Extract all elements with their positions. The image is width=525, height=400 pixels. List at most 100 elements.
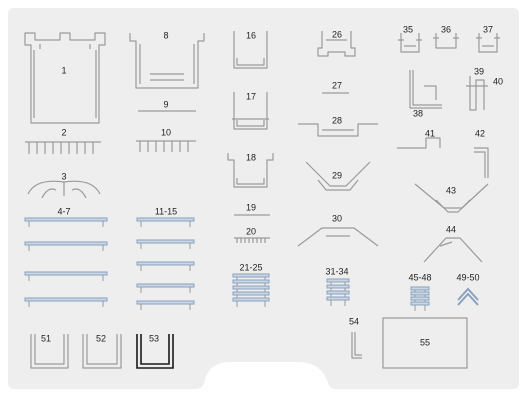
profile-label-51: 51 <box>40 333 52 344</box>
diffuser-21-25-4-legs <box>236 301 266 307</box>
profile-1 <box>24 32 106 124</box>
diffuser-45-48-3 <box>410 301 430 306</box>
profile-label-17: 17 <box>245 91 257 102</box>
diffuser-21-25-4 <box>232 297 270 302</box>
profile-label-43: 43 <box>445 185 457 196</box>
background-panel <box>8 8 519 389</box>
profile-26 <box>317 31 356 57</box>
profile-35 <box>398 33 422 53</box>
diffuser-4-7-1 <box>24 241 108 246</box>
profile-label-16: 16 <box>245 30 257 41</box>
diffuser-11-15-1-legs <box>140 243 191 249</box>
profile-label-11-15: 11-15 <box>154 206 178 217</box>
profile-10 <box>136 140 196 152</box>
profile-52 <box>82 334 122 369</box>
profile-label-28: 28 <box>331 115 343 126</box>
diffuser-4-7-3-legs <box>28 301 104 307</box>
diffuser-31-34-3-legs <box>330 300 346 306</box>
profile-label-49-50: 49-50 <box>456 272 480 283</box>
diffuser-11-15-3-legs <box>140 287 191 293</box>
diffuser-31-34-3 <box>326 296 350 301</box>
diffuser-11-15-1 <box>136 239 195 244</box>
profile-16 <box>233 31 268 69</box>
diffuser-31-34-1 <box>326 284 350 289</box>
diffuser-11-15-4 <box>136 300 195 305</box>
profile-39 <box>466 76 488 111</box>
profile-54 <box>351 332 362 359</box>
profile-label-1: 1 <box>61 65 67 76</box>
profile-label-30: 30 <box>331 213 343 224</box>
diffuser-4-7-1-legs <box>28 245 104 251</box>
profile-38 <box>409 70 442 109</box>
profile-18 <box>227 153 274 188</box>
profile-label-9: 9 <box>163 99 169 110</box>
profile-42 <box>474 147 489 178</box>
profile-label-36: 36 <box>440 24 452 35</box>
diffuser-31-34-2 <box>326 290 350 295</box>
profile-label-21-25: 21-25 <box>239 262 263 273</box>
diffuser-11-15-2 <box>136 261 195 266</box>
profile-label-19: 19 <box>245 202 257 213</box>
profile-2 <box>25 141 101 154</box>
profile-44 <box>423 237 483 263</box>
profile-53 <box>136 334 174 369</box>
profile-8 <box>129 33 205 89</box>
profile-label-40: 40 <box>492 76 504 87</box>
diffuser-4-7-2-legs <box>28 275 104 281</box>
diffuser-4-7-0-legs <box>28 221 104 227</box>
profile-label-26: 26 <box>331 29 343 40</box>
profile-label-44: 44 <box>445 224 457 235</box>
profile-label-31-34: 31-34 <box>325 266 349 277</box>
diffuser-21-25-1 <box>232 279 270 284</box>
diffuser-45-48-3-legs <box>414 305 426 311</box>
profile-label-2: 2 <box>61 127 67 138</box>
profile-label-18: 18 <box>245 152 257 163</box>
profile-36 <box>433 33 459 49</box>
diffuser-31-34-0 <box>326 278 350 283</box>
diffuser-11-15-4-legs <box>140 304 191 310</box>
profile-55 <box>382 317 468 369</box>
profile-3 <box>27 180 101 199</box>
profile-label-37: 37 <box>482 24 494 35</box>
diffuser-4-7-3 <box>24 297 108 302</box>
profile-label-39: 39 <box>473 66 485 77</box>
profile-37 <box>476 33 500 53</box>
diffuser-45-48-1 <box>410 291 430 296</box>
diffuser-11-15-3 <box>136 283 195 288</box>
profile-29 <box>305 161 371 191</box>
profile-label-42: 42 <box>474 128 486 139</box>
profile-label-27: 27 <box>331 80 343 91</box>
diffuser-11-15-0-legs <box>140 221 191 227</box>
diffuser-45-48-0 <box>410 286 430 291</box>
diffuser-4-7-2 <box>24 271 108 276</box>
profile-label-45-48: 45-48 <box>408 272 432 283</box>
profile-20 <box>234 237 270 243</box>
profile-label-41: 41 <box>424 128 436 139</box>
diffuser-11-15-0 <box>136 217 195 222</box>
profile-label-35: 35 <box>402 24 414 35</box>
profile-43 <box>414 183 489 213</box>
profile-label-52: 52 <box>95 333 107 344</box>
profile-51 <box>30 334 69 369</box>
diffuser-4-7-0 <box>24 217 108 222</box>
profile-label-10: 10 <box>160 127 172 138</box>
profile-label-4-7: 4-7 <box>57 206 71 217</box>
profile-49-50 <box>457 287 479 306</box>
profile-label-8: 8 <box>163 30 169 41</box>
profile-label-38: 38 <box>412 108 424 119</box>
diffuser-21-25-2 <box>232 285 270 290</box>
profile-label-53: 53 <box>148 333 160 344</box>
profile-28 <box>298 123 378 137</box>
profile-label-20: 20 <box>245 226 257 237</box>
diffuser-21-25-3 <box>232 291 270 296</box>
profile-label-55: 55 <box>419 337 431 348</box>
diffuser-11-15-2-legs <box>140 265 191 271</box>
profile-label-3: 3 <box>61 171 67 182</box>
profile-41 <box>397 137 441 149</box>
diffuser-45-48-2 <box>410 296 430 301</box>
diffuser-group <box>24 217 479 311</box>
diffuser-21-25-0 <box>232 273 270 278</box>
profile-30 <box>297 227 379 247</box>
